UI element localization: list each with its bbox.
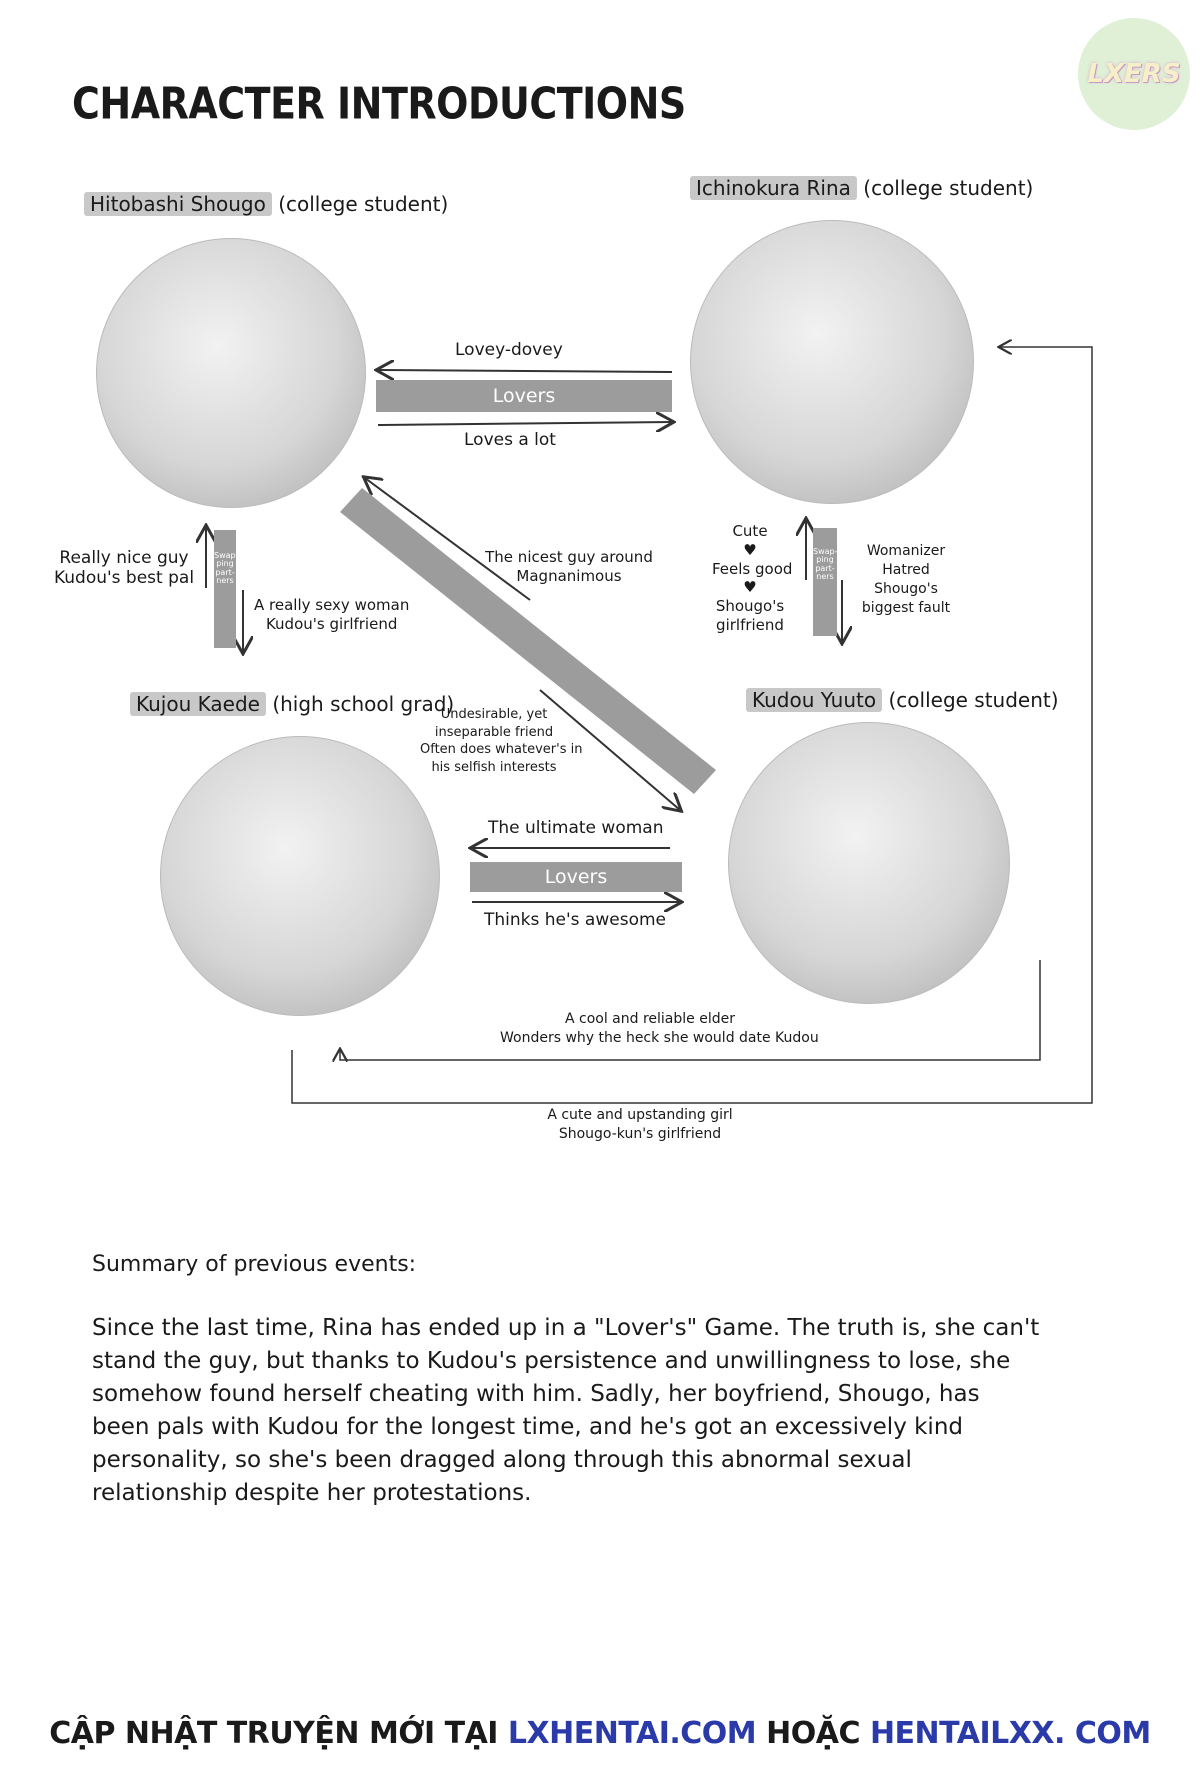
role-label: (college student) (863, 176, 1034, 200)
relation-thinks-awesome: Thinks he's awesome (484, 910, 666, 930)
role-label: (college student) (888, 688, 1059, 712)
name-highlight: Hitobashi Shougo (84, 192, 272, 216)
swapping-bar-left: Swap- ping part- ners (214, 530, 239, 648)
swap-text: ping (816, 555, 834, 565)
relation-rina-left: Cute ♥ Feels good ♥ Shougo's girlfriend (712, 522, 793, 635)
name-highlight: Kudou Yuuto (746, 688, 883, 712)
swap-text: ners (216, 576, 234, 586)
name-highlight: Ichinokura Rina (690, 176, 857, 200)
relation-line: Shougo's (874, 580, 938, 597)
portrait-kudou (728, 722, 1010, 1004)
relation-line: Wonders why the heck she would date Kudo… (500, 1029, 819, 1046)
relation-loves-a-lot: Loves a lot (464, 430, 556, 450)
best-pals-bar (340, 488, 716, 794)
relation-line: Kudou's girlfriend (265, 614, 398, 633)
loop-kaede-to-rina (291, 347, 1093, 1104)
name-highlight: Kujou Kaede (130, 692, 266, 716)
lovers-bar-top: Lovers (376, 380, 672, 412)
footer-link-2[interactable]: HENTAILXX. COM (869, 1716, 1151, 1751)
relation-line: Hatred (882, 561, 930, 578)
relation-lovey-dovey: Lovey-dovey (455, 340, 563, 360)
relation-line: Magnanimous (516, 566, 622, 585)
role-label: (high school grad) (272, 692, 455, 716)
footer-banner: CẬP NHẬT TRUYỆN MỚI TẠI LXHENTAI.COM HOẶ… (0, 1716, 1200, 1751)
character-name-kaede: Kujou Kaede (high school grad) (130, 692, 454, 716)
arrow-diag-to-kudou (539, 689, 680, 810)
role-label: (college student) (278, 192, 449, 216)
footer-prefix: CẬP NHẬT TRUYỆN MỚI TẠI (49, 1716, 498, 1751)
footer-middle: HOẶC (766, 1716, 860, 1751)
relation-undesirable: Undesirable, yet inseparable friend Ofte… (420, 706, 583, 776)
arrow-diag-to-shougo (365, 478, 531, 601)
arrow-shougo-to-rina (377, 422, 672, 425)
lovers-label-top: Lovers (492, 385, 556, 407)
swap-text: ners (816, 572, 834, 582)
portrait-rina (690, 220, 974, 504)
page-title: CHARACTER INTRODUCTIONS (72, 78, 686, 129)
relation-line: Cute (732, 522, 768, 540)
relation-kaede-to-kudou: A cool and reliable elder Wonders why th… (500, 1010, 819, 1048)
footer-link-1[interactable]: LXHENTAI.COM (507, 1716, 757, 1751)
arrow-rina-to-shougo (378, 370, 673, 372)
swap-text: Swap- (813, 547, 838, 556)
relation-line: Really nice guy (59, 548, 189, 568)
relation-line: Feels good (712, 559, 793, 578)
portrait-shougo (96, 238, 366, 508)
relation-line: Shougo's (715, 597, 785, 615)
relation-line: Undesirable, yet (440, 707, 548, 722)
loop-kudou-to-kaede (340, 960, 1041, 1060)
site-logo-badge: LXERS (1078, 18, 1190, 130)
relation-line: Often does whatever's in (420, 742, 583, 758)
relation-line: The nicest guy around (485, 548, 653, 566)
relation-line: A cute and upstanding girl (547, 1107, 733, 1123)
relation-line: Shougo-kun's girlfriend (558, 1125, 722, 1142)
relation-line: girlfriend (716, 615, 784, 634)
character-name-shougo: Hitobashi Shougo (college student) (84, 192, 448, 216)
swap-text: part- (215, 567, 235, 577)
swap-text: part- (815, 563, 835, 573)
relation-line: A really sexy woman (254, 596, 410, 614)
relation-line: Kudou's best pal (53, 568, 195, 589)
swapping-bar-right: Swap- ping part- ners (813, 528, 838, 636)
relation-line: his selfish interests (431, 759, 557, 775)
portrait-kaede (160, 736, 440, 1016)
summary-heading: Summary of previous events: (92, 1252, 417, 1277)
character-name-kudou: Kudou Yuuto (college student) (746, 688, 1059, 712)
heart-icon: ♥ (743, 540, 757, 559)
relation-shougo-right: A really sexy woman Kudou's girlfriend (254, 596, 409, 634)
relation-line: A cool and reliable elder (564, 1011, 735, 1027)
relation-nicest-guy: The nicest guy around Magnanimous (484, 548, 654, 586)
relation-line: inseparable friend (434, 724, 554, 740)
lovers-bar-bottom: Lovers (470, 862, 682, 892)
relation-ultimate-woman: The ultimate woman (488, 818, 664, 838)
relationship-connectors (0, 0, 1093, 1104)
swap-text: Swap- (214, 551, 239, 560)
summary-body: Since the last time, Rina has ended up i… (92, 1315, 1040, 1506)
relation-line: Womanizer (866, 543, 946, 559)
relation-rina-right: Womanizer Hatred Shougo's biggest fault (852, 542, 960, 618)
lovers-label-bottom: Lovers (544, 866, 608, 888)
heart-icon: ♥ (743, 578, 757, 597)
swap-text: ping (216, 559, 234, 569)
character-name-rina: Ichinokura Rina (college student) (690, 176, 1033, 200)
relation-shougo-left: Really nice guy Kudou's best pal (48, 548, 200, 589)
relation-rina-to-kaede: A cute and upstanding girl Shougo-kun's … (540, 1106, 740, 1144)
relation-line: biggest fault (861, 599, 951, 616)
site-logo-text: LXERS (1087, 59, 1181, 89)
